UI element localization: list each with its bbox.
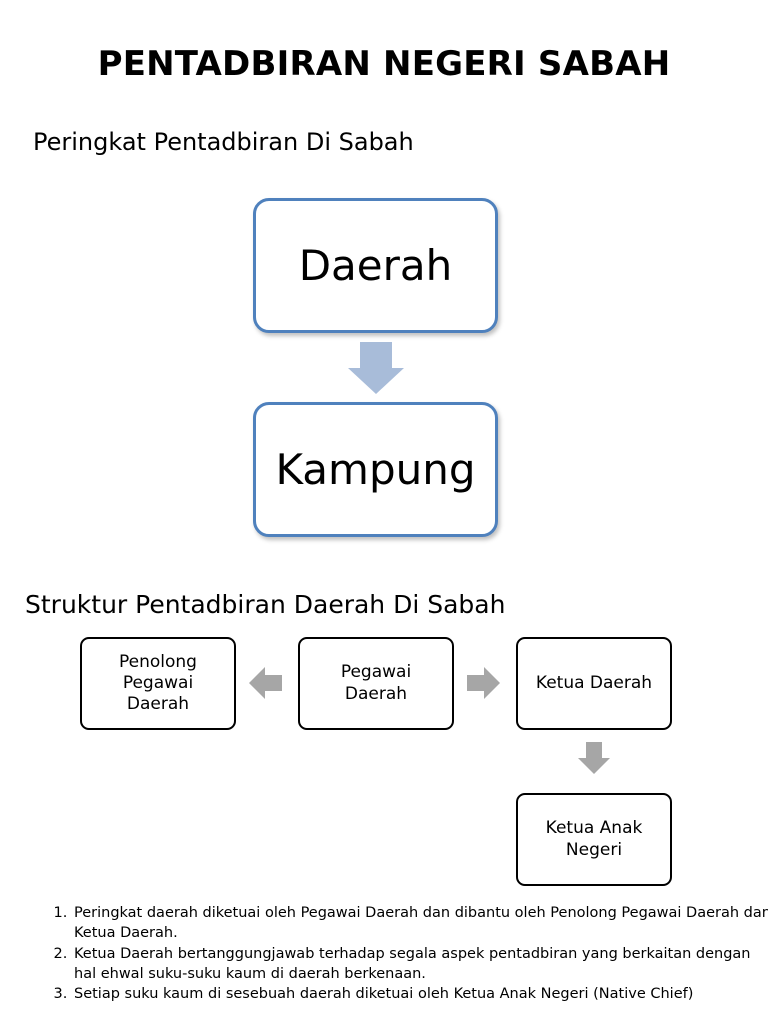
level-label: Kampung [275, 445, 476, 494]
level-label: Daerah [298, 241, 453, 290]
section2-heading: Struktur Pentadbiran Daerah Di Sabah [25, 590, 506, 619]
node-label: Penolong Pegawai Daerah [119, 651, 197, 715]
page-title: PENTADBIRAN NEGERI SABAH [97, 44, 671, 84]
node-label: Ketua Daerah [535, 672, 653, 693]
arrow-left-icon [249, 667, 282, 699]
node-label: Ketua Anak Negeri [545, 818, 643, 860]
note-item: Setiap suku kaum di sesebuah daerah dike… [72, 984, 768, 1004]
arrow-down-icon [348, 342, 404, 394]
node-pegawai-daerah: Pegawai Daerah [298, 637, 454, 730]
note-item: Peringkat daerah diketuai oleh Pegawai D… [72, 903, 768, 944]
arrow-down-icon [578, 742, 610, 774]
arrow-right-icon [467, 667, 500, 699]
node-penolong-pegawai-daerah: Penolong Pegawai Daerah [80, 637, 236, 730]
notes-list: Peringkat daerah diketuai oleh Pegawai D… [38, 903, 768, 1004]
node-ketua-daerah: Ketua Daerah [516, 637, 672, 730]
section1-heading: Peringkat Pentadbiran Di Sabah [33, 128, 414, 156]
note-item: Ketua Daerah bertanggungjawab terhadap s… [72, 944, 768, 985]
node-ketua-anak-negeri: Ketua Anak Negeri [516, 793, 672, 886]
level-box-kampung: Kampung [253, 402, 498, 537]
level-box-daerah: Daerah [253, 198, 498, 333]
node-label: Pegawai Daerah [340, 662, 412, 704]
